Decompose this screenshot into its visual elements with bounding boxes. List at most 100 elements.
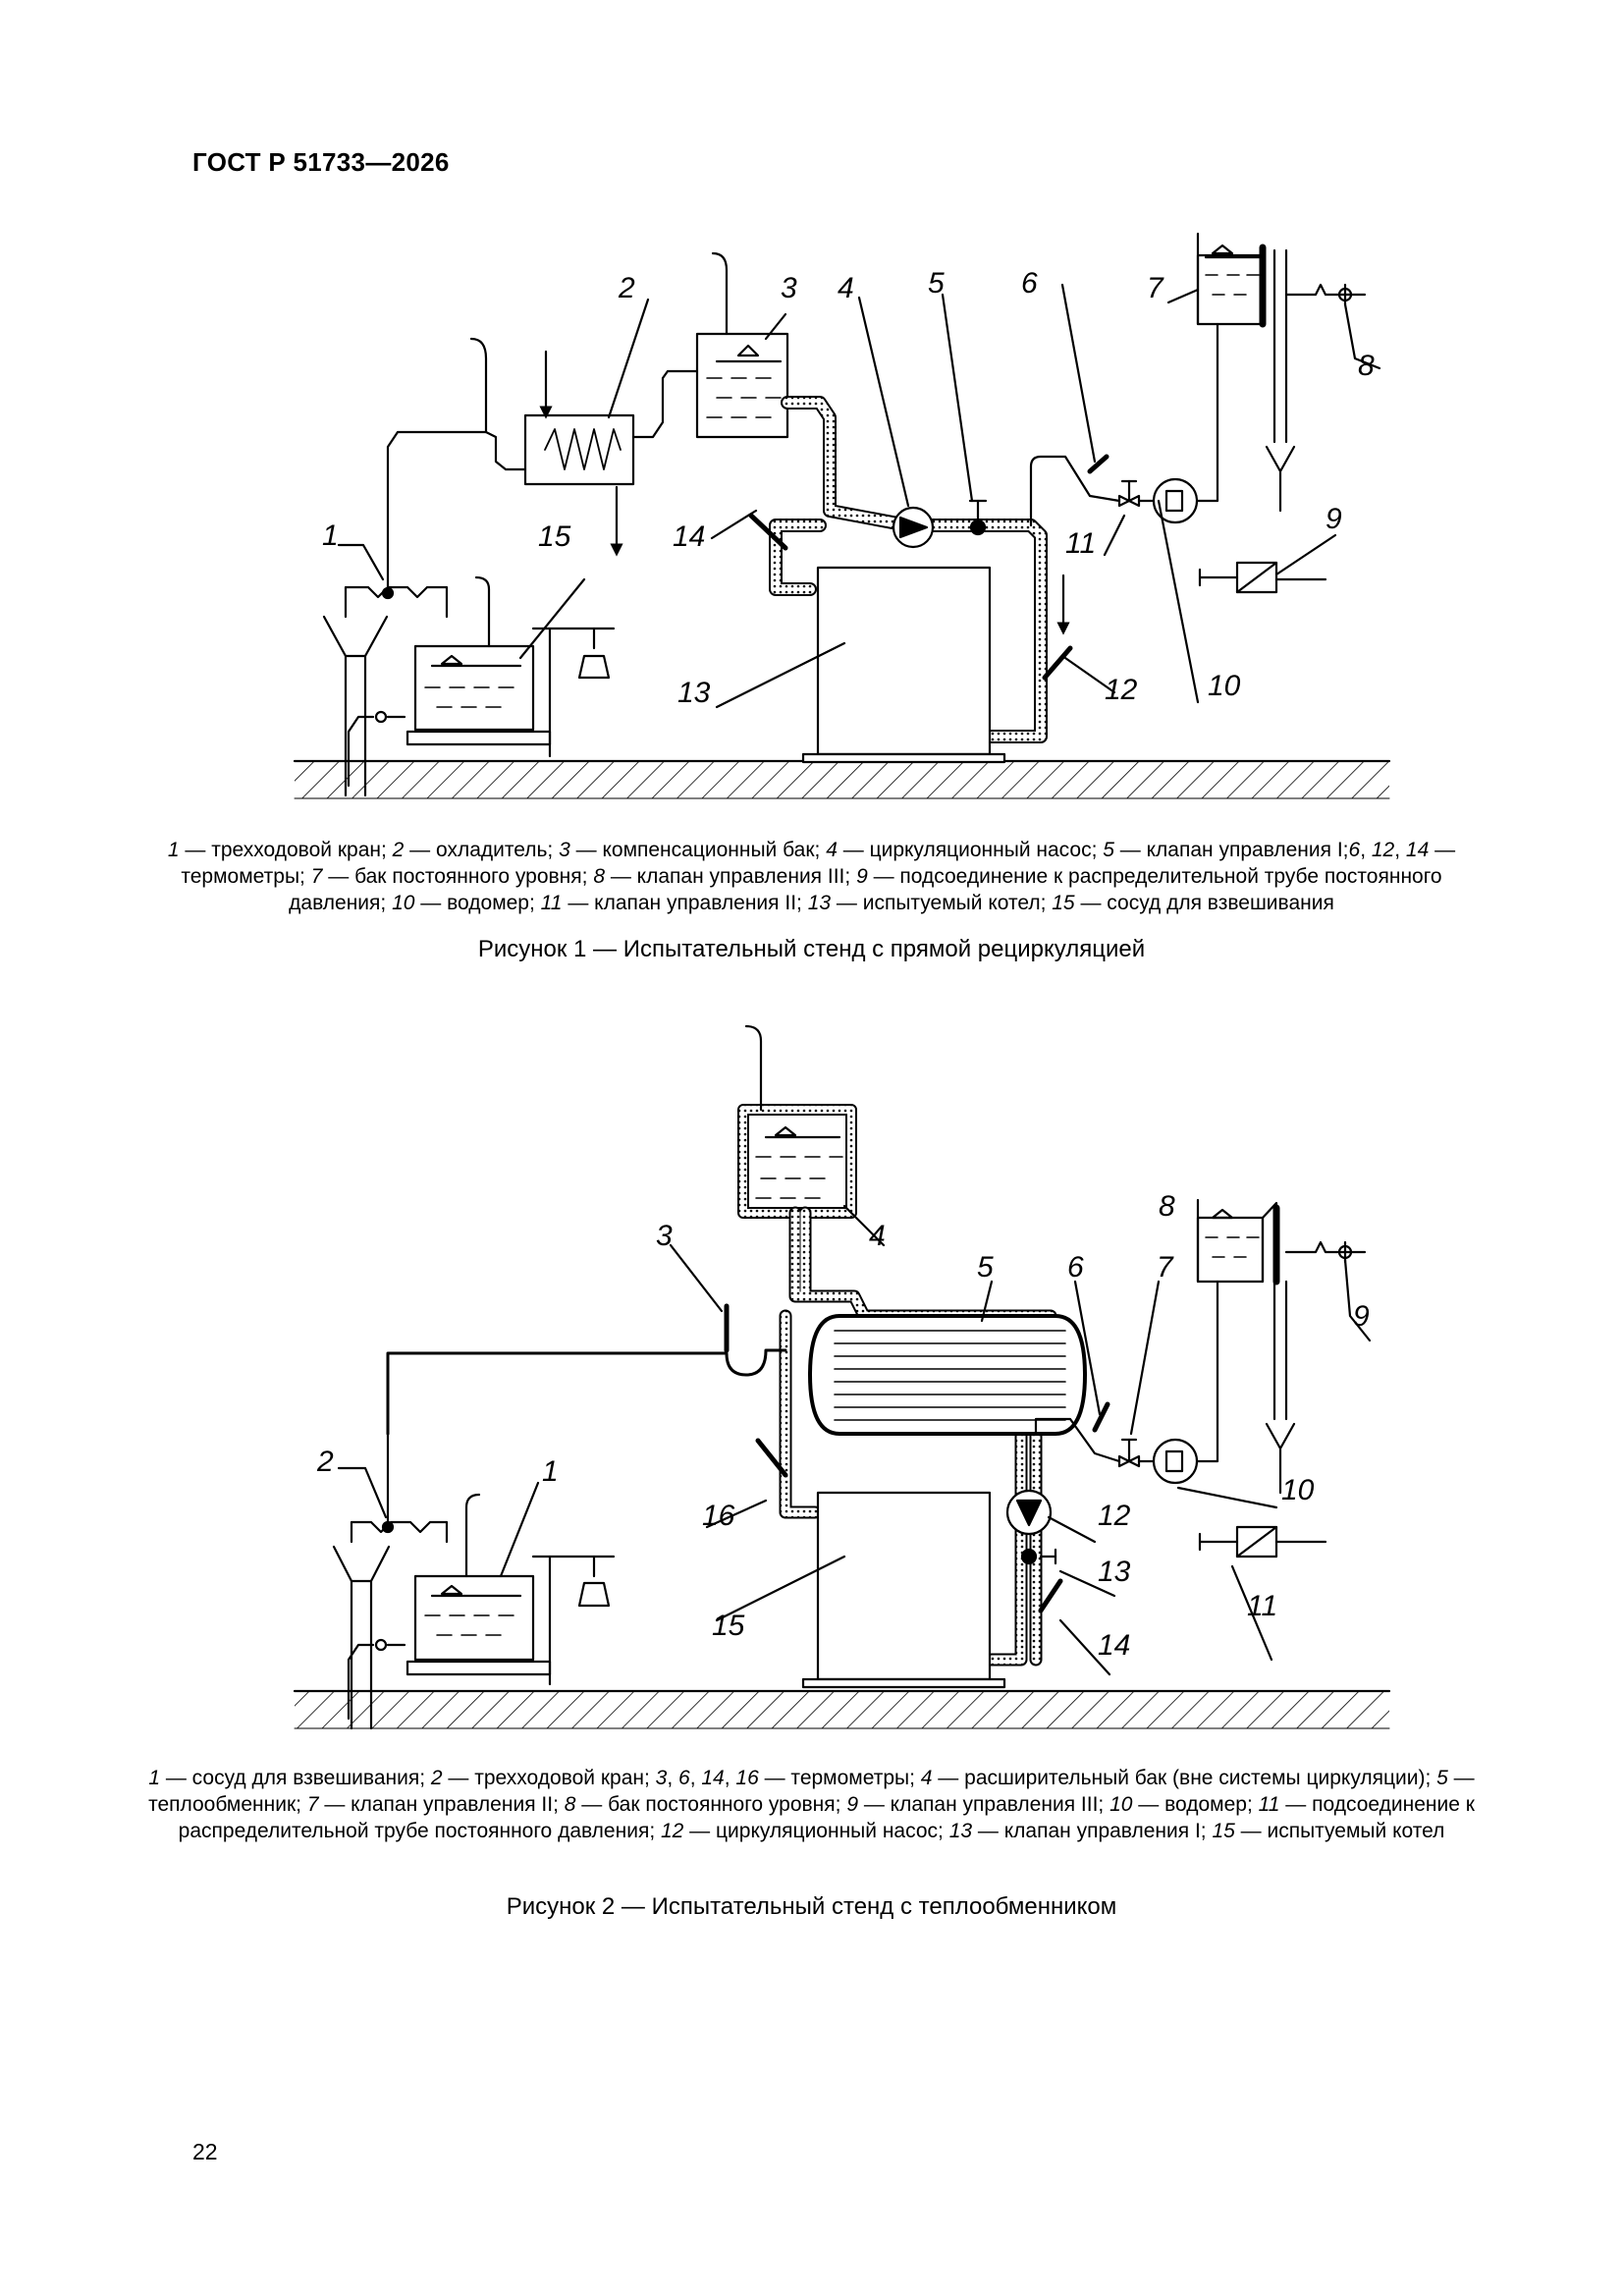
- legend-text: ,: [1360, 839, 1372, 861]
- callout-10: 10: [1208, 670, 1241, 702]
- legend-number: 10: [392, 892, 415, 914]
- legend-number: 2: [430, 1767, 443, 1789]
- callout-7: 7: [1147, 272, 1164, 304]
- callout-12: 12: [1105, 674, 1138, 706]
- page-number: 22: [192, 2139, 218, 2164]
- legend-text: — подсоединение к распределительной труб…: [289, 865, 1442, 914]
- legend-text: — клапан управления III;: [858, 1793, 1110, 1816]
- callout-9: 9: [1353, 1300, 1370, 1333]
- figure-2-caption: Рисунок 2 — Испытательный стенд с теплоо…: [506, 1893, 1117, 1920]
- callout-3: 3: [781, 272, 797, 304]
- legend-number: 10: [1109, 1793, 1133, 1816]
- legend-text: — компенсационный бак;: [569, 839, 827, 861]
- heat-exchanger: [808, 1314, 1087, 1436]
- legend-text: — клапан управления I;: [1113, 839, 1349, 861]
- callout-6: 6: [1067, 1251, 1084, 1284]
- callout-8: 8: [1358, 350, 1375, 382]
- legend-text: — клапан управления I;: [972, 1820, 1213, 1842]
- constant-level-tank: [1196, 1216, 1265, 1284]
- callout-15: 15: [712, 1610, 745, 1642]
- legend-number: 3: [655, 1767, 668, 1789]
- legend-number: 7: [306, 1793, 319, 1816]
- legend-number: 14: [1405, 839, 1430, 861]
- legend-number: 4: [920, 1767, 933, 1789]
- weighing-vessel: [413, 1574, 535, 1662]
- callout-2: 2: [618, 272, 635, 304]
- legend-text: — трехходовой кран;: [442, 1767, 656, 1789]
- compensation-tank: [695, 332, 789, 439]
- legend-text: ,: [1394, 839, 1406, 861]
- document-header: ГОСТ Р 51733—2026: [192, 147, 450, 177]
- legend-text: — бак постоянного уровня;: [575, 1793, 847, 1816]
- callout-10: 10: [1281, 1474, 1315, 1506]
- legend-number: 6: [678, 1767, 690, 1789]
- callout-6: 6: [1021, 267, 1038, 300]
- callout-15: 15: [538, 520, 571, 553]
- boiler: [816, 566, 992, 756]
- legend-number: 6: [1348, 839, 1361, 861]
- legend-text: — трехходовой кран;: [179, 839, 393, 861]
- legend-text: ,: [724, 1767, 736, 1789]
- legend-number: 13: [807, 892, 832, 914]
- legend-text: — циркуляционный насос;: [683, 1820, 949, 1842]
- drain-funnel-left: [322, 615, 389, 797]
- floor-hatch: [295, 761, 1389, 798]
- legend-text: — сосуд для взвешивания: [1074, 892, 1334, 914]
- legend-number: 3: [559, 839, 570, 861]
- callout-1: 1: [322, 519, 339, 552]
- legend-text: — термометры;: [758, 1767, 921, 1789]
- legend-text: — водомер;: [414, 892, 541, 914]
- legend-text: — циркуляционный насос;: [837, 839, 1104, 861]
- legend-text: — подсоединение к распределительной труб…: [178, 1793, 1475, 1842]
- callout-14: 14: [1098, 1629, 1130, 1662]
- callout-9: 9: [1325, 503, 1342, 535]
- legend-number: 4: [826, 839, 838, 861]
- floor-hatch: [295, 1691, 1389, 1728]
- legend-number: 9: [856, 865, 868, 888]
- weighing-vessel: [413, 644, 535, 732]
- callout-11: 11: [1065, 527, 1096, 560]
- legend-number: 11: [540, 892, 563, 914]
- constant-level-tank: [1196, 253, 1265, 326]
- figure-1-caption: Рисунок 1 — Испытательный стенд с прямой…: [477, 936, 1146, 962]
- legend-text: ,: [689, 1767, 702, 1789]
- callout-8: 8: [1159, 1190, 1175, 1223]
- callout-11: 11: [1247, 1590, 1277, 1622]
- legend-number: 15: [1052, 892, 1075, 914]
- legend-text: — испытуемый котел: [1234, 1820, 1445, 1842]
- legend-number: 8: [564, 1793, 576, 1816]
- legend-text: — термометры;: [181, 839, 1456, 888]
- legend-number: 15: [1212, 1820, 1235, 1842]
- water-meter: [1152, 1438, 1199, 1485]
- legend-number: 1: [167, 839, 180, 861]
- callout-4: 4: [869, 1220, 886, 1252]
- legend-number: 14: [701, 1767, 725, 1789]
- water-meter: [1152, 477, 1199, 524]
- legend-number: 5: [1103, 839, 1114, 861]
- legend-number: 9: [846, 1793, 859, 1816]
- legend-text: — клапан управления III;: [605, 865, 857, 888]
- legend-text: — охладитель;: [404, 839, 560, 861]
- legend-number: 2: [392, 839, 405, 861]
- legend-number: 1: [148, 1767, 160, 1789]
- legend-text: — сосуд для взвешивания;: [160, 1767, 431, 1789]
- callout-16: 16: [702, 1500, 735, 1532]
- callout-4: 4: [838, 272, 854, 304]
- legend-number: 16: [735, 1767, 759, 1789]
- figure-1-legend: 1 — трехходовой кран; 2 — охладитель; 3 …: [147, 837, 1476, 916]
- legend-number: 11: [1258, 1793, 1280, 1816]
- legend-number: 7: [310, 865, 323, 888]
- callout-5: 5: [928, 267, 945, 300]
- callout-12: 12: [1098, 1500, 1131, 1532]
- legend-text: — клапан управления II;: [562, 892, 808, 914]
- callout-7: 7: [1157, 1251, 1174, 1284]
- legend-text: — испытуемый котел;: [831, 892, 1053, 914]
- cooler: [523, 413, 635, 486]
- legend-text: ,: [667, 1767, 679, 1789]
- boiler: [816, 1491, 992, 1681]
- callout-14: 14: [673, 520, 705, 553]
- callout-1: 1: [542, 1455, 559, 1488]
- callout-2: 2: [316, 1446, 334, 1478]
- figure-2-legend: 1 — сосуд для взвешивания; 2 — трехходов…: [147, 1765, 1476, 1844]
- legend-number: 8: [593, 865, 605, 888]
